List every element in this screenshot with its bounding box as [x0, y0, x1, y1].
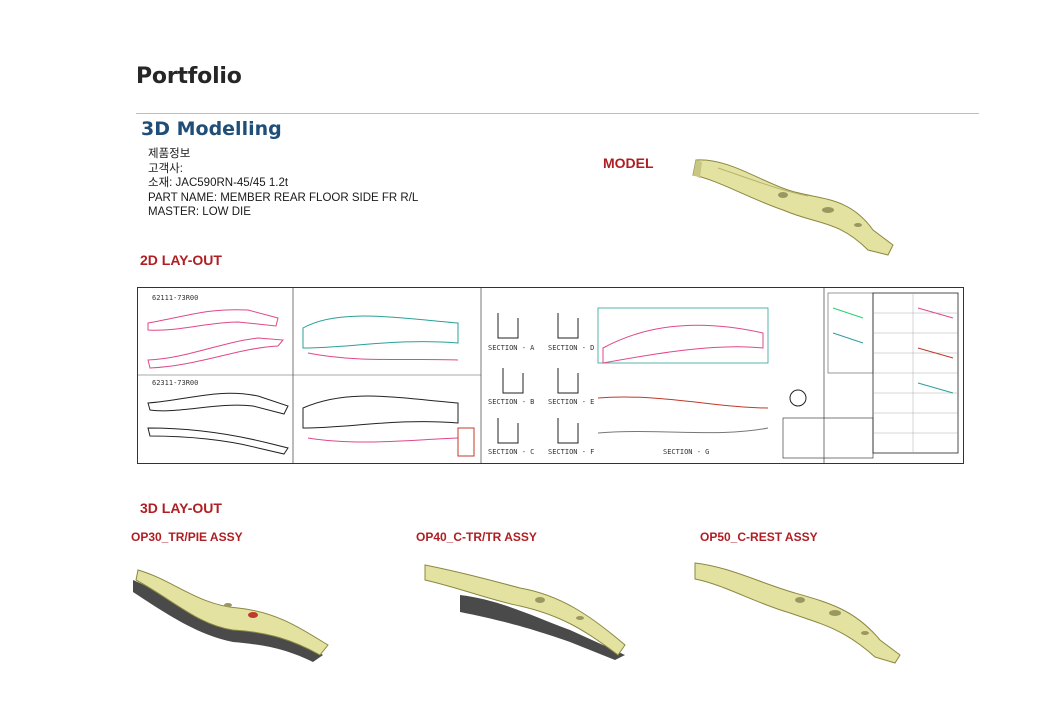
section-label: SECTION - C	[488, 448, 534, 456]
product-info: 제품정보 고객사: 소재: JAC590RN-45/45 1.2t PART N…	[148, 147, 418, 220]
model-part-image	[692, 159, 894, 256]
section-label: SECTION - B	[488, 398, 534, 406]
info-line: 소재: JAC590RN-45/45 1.2t	[148, 177, 289, 189]
info-line: 고객사:	[148, 162, 183, 175]
op40-part-image	[424, 564, 626, 660]
2d-layout-drawing: 62111-73R00 62311-73R00 SECTION - A SECT…	[137, 287, 964, 464]
section-label: SECTION - A	[488, 344, 535, 352]
op40-label: OP40_C-TR/TR ASSY	[416, 530, 537, 544]
part-number-2: 62311-73R00	[152, 379, 198, 387]
model-label: MODEL	[603, 155, 654, 171]
section-label: SECTION - G	[663, 448, 709, 456]
section-label: SECTION - D	[548, 344, 594, 352]
op50-label: OP50_C-REST ASSY	[700, 530, 818, 544]
section-heading: 3D Modelling	[141, 118, 282, 140]
section-label: SECTION - F	[548, 448, 594, 456]
section-label: SECTION - E	[548, 398, 594, 406]
page-title: Portfolio	[136, 64, 242, 89]
op30-part-image	[133, 569, 329, 662]
op30-label: OP30_TR/PIE ASSY	[131, 530, 243, 544]
title-divider	[136, 113, 979, 114]
info-line: 제품정보	[148, 148, 191, 160]
op50-part-image	[694, 562, 901, 664]
layout-3d-label: 3D LAY-OUT	[140, 500, 222, 516]
part-number-1: 62111-73R00	[152, 294, 198, 302]
layout-2d-label: 2D LAY-OUT	[140, 252, 222, 268]
info-line: PART NAME: MEMBER REAR FLOOR SIDE FR R/L	[148, 191, 419, 204]
info-line: MASTER: LOW DIE	[148, 206, 251, 218]
